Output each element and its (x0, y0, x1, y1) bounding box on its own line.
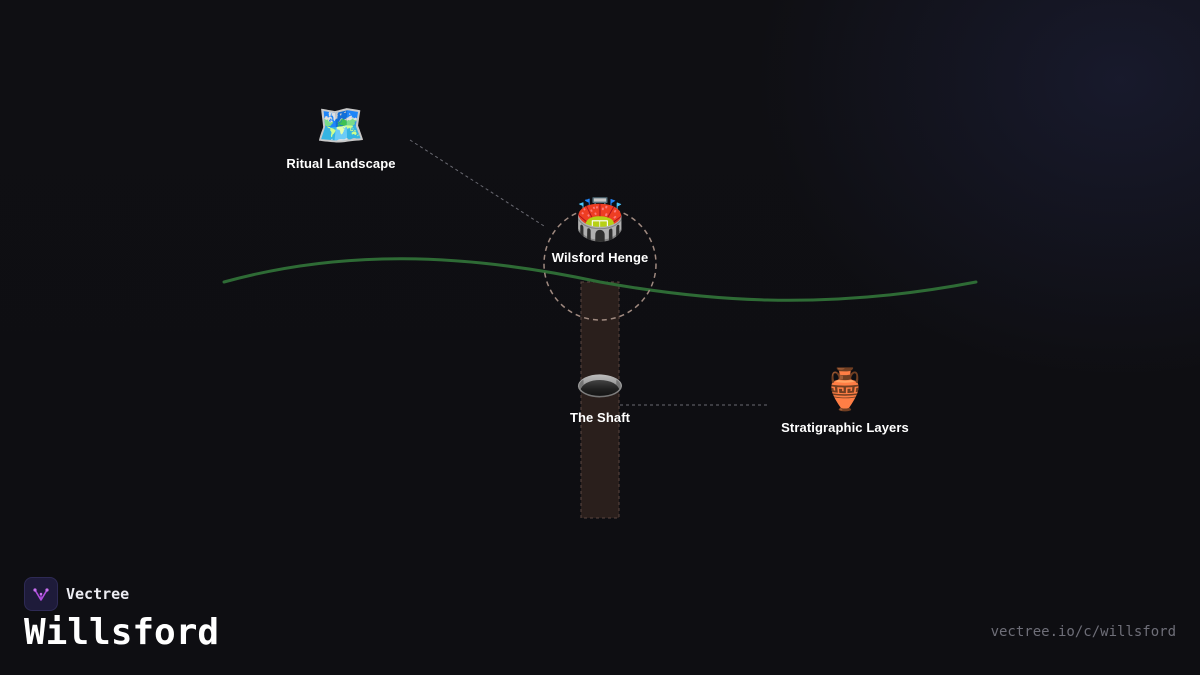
node-wilsford-henge[interactable]: 🏟️ Wilsford Henge (552, 196, 649, 265)
brand[interactable]: Vectree (24, 577, 129, 611)
node-label: Stratigraphic Layers (781, 420, 909, 435)
ground-surface-line (222, 257, 978, 302)
node-stratigraphic-layers[interactable]: 🏺 Stratigraphic Layers (781, 366, 909, 435)
henge-ring (543, 207, 657, 321)
shaft-column (580, 281, 620, 519)
amphora-icon: 🏺 (820, 368, 870, 412)
vectree-logo-icon (24, 577, 58, 611)
node-ritual-landscape[interactable]: 🗺️ Ritual Landscape (286, 102, 395, 171)
node-label: The Shaft (569, 410, 631, 425)
node-label: Wilsford Henge (551, 250, 649, 265)
world-map-icon: 🗺️ (316, 104, 366, 148)
brand-name: Vectree (66, 585, 130, 603)
hole-icon: 🕳️ (575, 358, 625, 402)
node-label: Ritual Landscape (286, 156, 396, 171)
connector-ritual-landscape-to-wilsford-henge (409, 139, 545, 227)
page-title: Willsford (24, 612, 220, 653)
stadium-icon: 🏟️ (575, 198, 625, 242)
page-url[interactable]: vectree.io/c/willsford (990, 624, 1176, 640)
node-the-shaft[interactable]: 🕳️ The Shaft (570, 356, 630, 425)
